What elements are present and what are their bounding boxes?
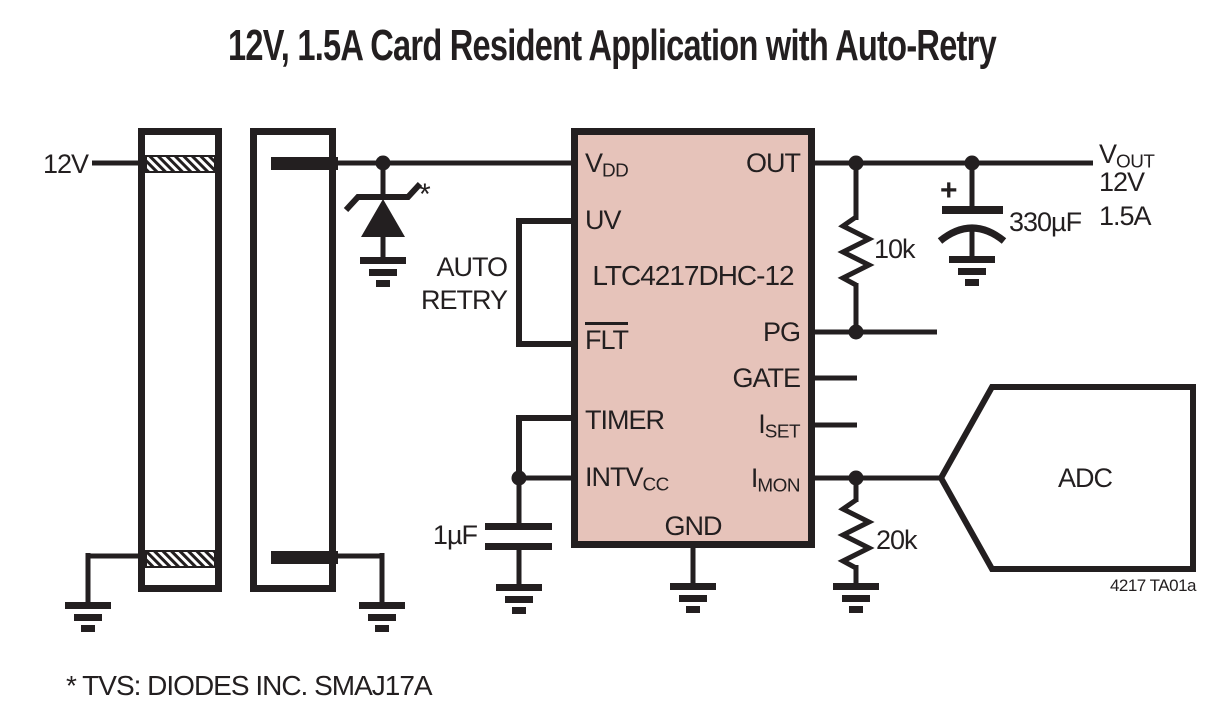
resistor-symbol-10k <box>837 214 875 288</box>
tvs-cathode-bar <box>343 181 423 213</box>
input-voltage-label: 12V <box>42 149 89 179</box>
ground-symbol-330uf <box>949 256 995 286</box>
junction-dot-tvs <box>375 155 391 171</box>
connector-contact-solid-top <box>271 157 338 170</box>
vout-voltage: 12V <box>1099 167 1145 197</box>
card-edge-connector-left <box>138 128 222 592</box>
ground-symbol-1uf <box>496 584 542 614</box>
pin-label-vdd: VDD <box>585 148 629 182</box>
adc-label: ADC <box>1057 463 1113 493</box>
card-edge-connector-right <box>250 128 338 592</box>
pin-label-pg: PG <box>762 317 801 347</box>
adc-block <box>937 384 1196 572</box>
pin-label-out: OUT <box>746 148 801 178</box>
cap-plate-negative-curved <box>937 224 1007 244</box>
junction-dot-pg <box>848 324 864 340</box>
tvs-anode-triangle <box>361 199 405 237</box>
ground-symbols <box>65 256 995 632</box>
pin-label-gate: GATE <box>732 363 801 393</box>
wire-timer-to-intvcc <box>516 415 578 478</box>
capacitor-symbol-330uf <box>937 206 1007 244</box>
ground-symbol-20k <box>833 583 879 613</box>
pin-label-intvcc: INTVCC <box>585 462 669 496</box>
ground-symbol-connector-right <box>359 602 405 632</box>
pin-label-iset: ISET <box>758 409 800 443</box>
ground-symbol-connector-left <box>65 602 111 632</box>
resistor-value-20k: 20k <box>876 525 918 555</box>
ground-symbol-ic-gnd <box>670 583 716 613</box>
capacitor-value-1uf: 1µF <box>432 520 478 550</box>
pin-label-timer: TIMER <box>585 405 665 435</box>
ground-symbol-tvs <box>360 257 406 287</box>
pin-label-uv: UV <box>585 205 622 235</box>
junction-dot-out-cap <box>964 155 980 171</box>
capacitor-symbol-1uf <box>485 523 552 550</box>
connector-contact-solid-bottom <box>271 551 338 564</box>
pin-label-flt: FLT <box>585 325 629 355</box>
junction-dot-intvcc <box>511 470 527 486</box>
ic-body-ltc4217 <box>571 128 815 548</box>
wire-uv-flt-autoretry-loop <box>516 218 578 347</box>
figure-title: 12V, 1.5A Card Resident Application with… <box>228 21 997 70</box>
junction-dot-imon <box>848 470 864 486</box>
tvs-diode-symbol <box>343 181 423 237</box>
pin-label-imon: IMON <box>750 463 801 497</box>
ic-part-number: LTC4217DHC-12 <box>592 260 794 291</box>
tvs-asterisk: * <box>419 178 431 211</box>
figure-id: 4217 TA01a <box>1109 576 1197 595</box>
connector-contact-hatched-top <box>145 155 216 173</box>
tvs-footnote: * TVS: DIODES INC. SMAJ17A <box>66 670 433 701</box>
connector-contact-hatched-bottom <box>145 550 216 568</box>
resistor-value-10k: 10k <box>874 234 916 264</box>
junction-dots <box>375 155 980 486</box>
resistor-symbol-20k <box>837 497 875 571</box>
capacitor-value-330uf: 330µF <box>1009 207 1082 237</box>
cap-plate-positive <box>942 206 1003 214</box>
junction-dot-out-10k <box>848 155 864 171</box>
capacitor-polarity-plus: + <box>940 174 958 207</box>
vout-current: 1.5A <box>1099 201 1152 231</box>
pin-label-gnd: GND <box>664 511 723 541</box>
vout-label: VOUT <box>1099 139 1155 173</box>
